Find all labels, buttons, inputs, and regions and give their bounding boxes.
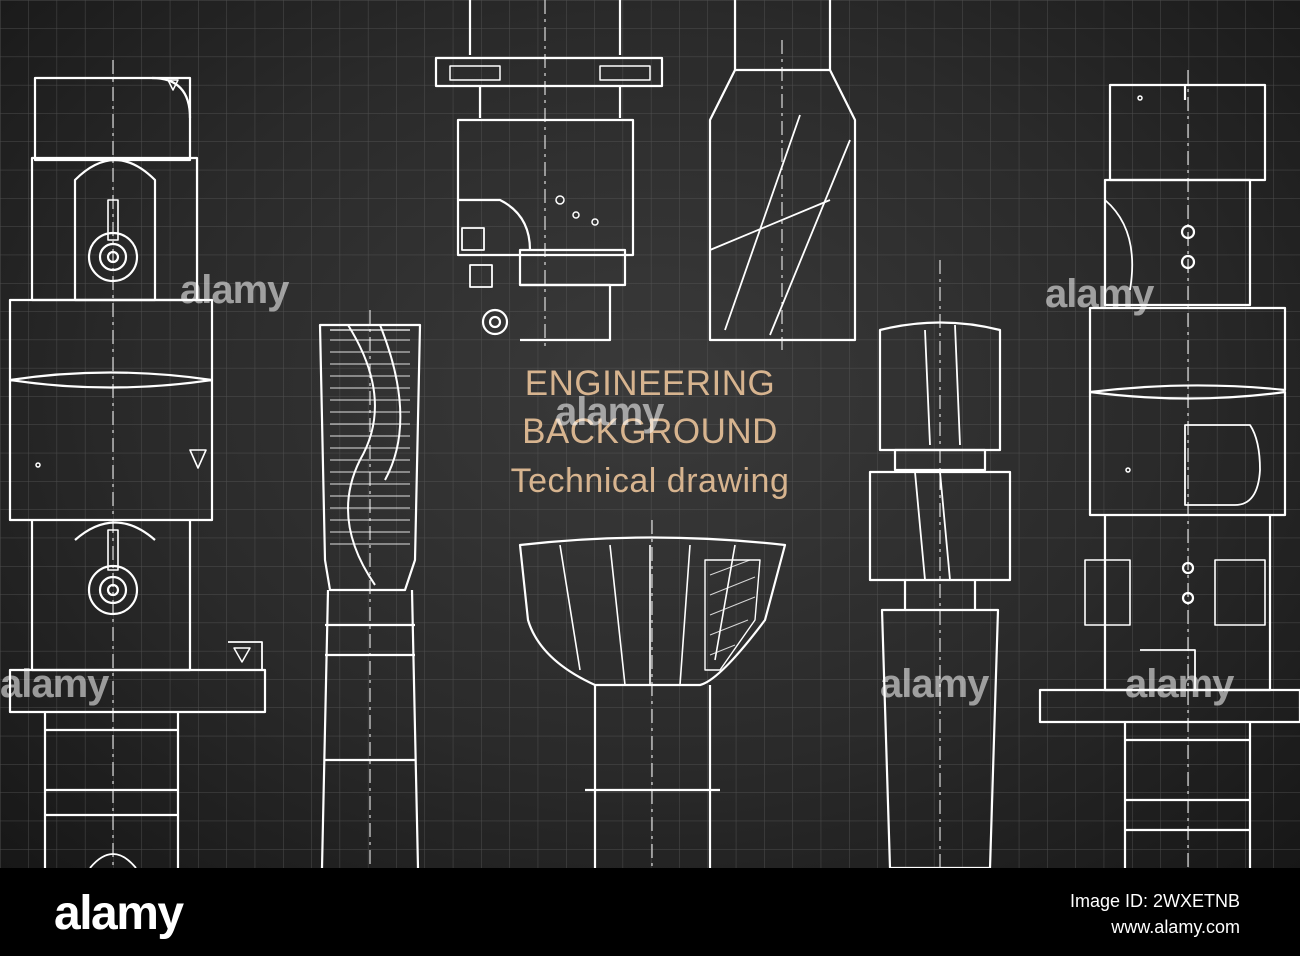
watermark: alamy: [0, 662, 109, 706]
image-id-label: Image ID: 2WXETNB: [1069, 891, 1240, 911]
footer-logo: alamy: [54, 887, 184, 940]
footer-meta: Image ID: 2WXETNB www.alamy.com: [1070, 888, 1240, 940]
face-mill-drawing: [434, 0, 664, 350]
watermark: alamy: [1045, 272, 1154, 316]
drill-drawing: [708, 0, 857, 350]
watermark: alamy: [1125, 662, 1234, 706]
site-url: www.alamy.com: [1111, 917, 1240, 937]
headline-line-1: ENGINEERING: [524, 364, 776, 403]
countersink-drawing: [518, 520, 787, 868]
headline-line-3: Technical drawing: [510, 462, 790, 500]
watermark: alamy: [555, 390, 664, 434]
grid-background: [0, 0, 1300, 868]
technical-drawings: [8, 0, 1300, 868]
reamer-drawing: [868, 260, 1012, 868]
watermark: alamy: [180, 268, 289, 312]
footer-bar: alamy Image ID: 2WXETNB www.alamy.com: [0, 868, 1300, 956]
right-tool-holder-drawing: [1038, 70, 1300, 868]
left-tool-holder-drawing: [8, 60, 267, 868]
blueprint-canvas: ENGINEERING BACKGROUND Technical drawing…: [0, 0, 1300, 868]
watermark: alamy: [880, 662, 989, 706]
tap-drawing: [318, 310, 422, 868]
headline-line-2: BACKGROUND: [522, 412, 778, 451]
